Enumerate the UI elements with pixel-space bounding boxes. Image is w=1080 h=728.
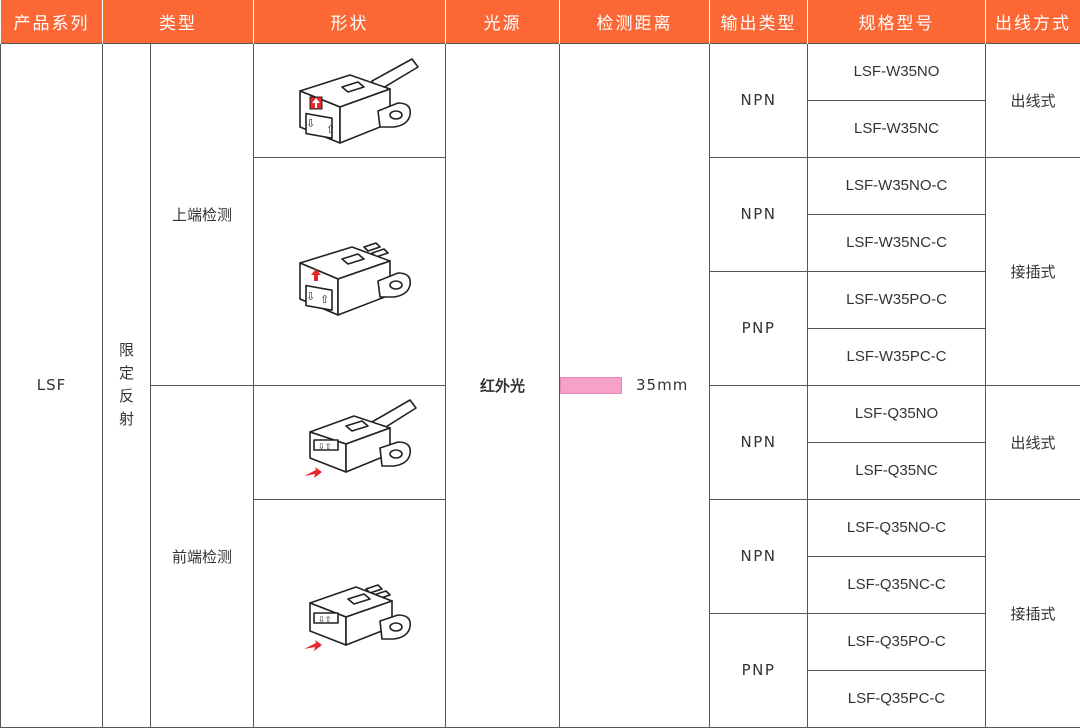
shape-front-connector: ⇩⇧ — [254, 499, 446, 727]
model-cell: LSF-Q35NC-C — [808, 556, 986, 613]
sensor-top-connector-icon: ⇩ ⇧ — [280, 221, 420, 321]
header-type: 类型 — [103, 0, 254, 43]
header-wiring: 出线方式 — [986, 0, 1080, 43]
header-output-type: 输出类型 — [710, 0, 808, 43]
output-type-cell: PNP — [710, 613, 808, 727]
wiring-cell: 出线式 — [986, 43, 1080, 157]
svg-text:⇩⇧: ⇩⇧ — [318, 442, 331, 451]
distance-indicator: 35mm — [560, 376, 709, 394]
table-row: LSF 限 定 反 射 上端检测 — [1, 43, 1080, 100]
model-cell: LSF-W35NC — [808, 100, 986, 157]
wiring-cell: 接插式 — [986, 157, 1080, 385]
model-cell: LSF-Q35NO-C — [808, 499, 986, 556]
header-distance: 检测距离 — [560, 0, 710, 43]
model-cell: LSF-W35NO — [808, 43, 986, 100]
subtype-cell: 限 定 反 射 — [103, 43, 151, 727]
shape-top-cable: ⇩ ⇧ — [254, 43, 446, 157]
header-light-source: 光源 — [446, 0, 560, 43]
detect-type-front: 前端检测 — [151, 385, 254, 727]
distance-cell: 35mm — [560, 43, 710, 727]
model-cell: LSF-W35PO-C — [808, 271, 986, 328]
svg-text:⇧: ⇧ — [320, 293, 329, 306]
series-cell: LSF — [1, 43, 103, 727]
output-type-cell: NPN — [710, 157, 808, 271]
subtype-char: 限 — [103, 339, 150, 362]
subtype-char: 定 — [103, 362, 150, 385]
header-series: 产品系列 — [1, 0, 103, 43]
svg-text:⇩⇧: ⇩⇧ — [318, 615, 331, 624]
distance-label: 35mm — [636, 376, 688, 394]
sensor-front-cable-icon: ⇩⇧ — [280, 392, 420, 492]
light-source-cell: 红外光 — [446, 43, 560, 727]
svg-text:⇩: ⇩ — [306, 290, 315, 303]
model-cell: LSF-Q35NC — [808, 442, 986, 499]
wiring-cell: 出线式 — [986, 385, 1080, 499]
header-row: 产品系列 类型 形状 光源 检测距离 输出类型 规格型号 出线方式 — [1, 0, 1080, 43]
output-type-cell: PNP — [710, 271, 808, 385]
sensor-top-cable-icon: ⇩ ⇧ — [280, 51, 420, 149]
sensor-front-connector-icon: ⇩⇧ — [280, 563, 420, 663]
model-cell: LSF-Q35PC-C — [808, 670, 986, 727]
shape-top-connector: ⇩ ⇧ — [254, 157, 446, 385]
model-cell: LSF-W35NO-C — [808, 157, 986, 214]
svg-text:⇧: ⇧ — [326, 123, 335, 136]
output-type-cell: NPN — [710, 385, 808, 499]
output-type-cell: NPN — [710, 43, 808, 157]
header-model: 规格型号 — [808, 0, 986, 43]
model-cell: LSF-Q35PO-C — [808, 613, 986, 670]
shape-front-cable: ⇩⇧ — [254, 385, 446, 499]
model-cell: LSF-W35NC-C — [808, 214, 986, 271]
distance-bar — [560, 377, 622, 394]
header-shape: 形状 — [254, 0, 446, 43]
model-cell: LSF-Q35NO — [808, 385, 986, 442]
subtype-char: 射 — [103, 408, 150, 431]
subtype-char: 反 — [103, 385, 150, 408]
wiring-cell: 接插式 — [986, 499, 1080, 727]
model-cell: LSF-W35PC-C — [808, 328, 986, 385]
detect-type-top: 上端检测 — [151, 43, 254, 385]
svg-text:⇩: ⇩ — [306, 117, 315, 130]
output-type-cell: NPN — [710, 499, 808, 613]
